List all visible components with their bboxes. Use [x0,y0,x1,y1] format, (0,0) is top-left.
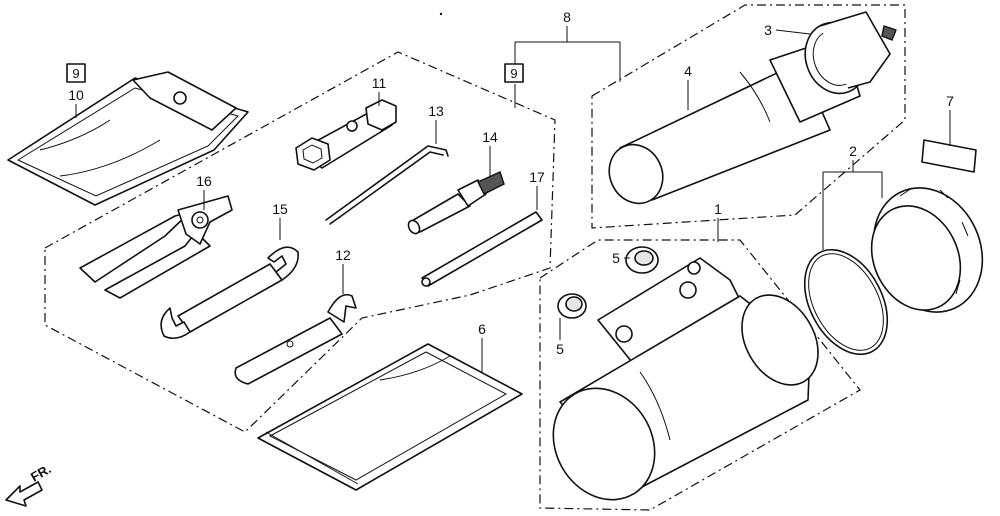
label-9-left: 9 [72,66,79,81]
part-9-box-right [504,63,524,83]
label-17: 17 [529,169,545,185]
label-1: 1 [714,201,722,217]
socket-wrench [295,99,397,171]
label-11: 11 [372,75,387,91]
arrow-icon [5,481,43,507]
screwdriver [407,171,505,235]
tool-bag [7,71,249,206]
tool-case-group-outline [591,4,906,229]
leader-lines [75,26,951,372]
label-5-upper: 5 [612,250,620,266]
speck [439,12,443,16]
o-ring [803,248,889,356]
pliers [79,195,233,299]
label-15: 15 [272,201,288,217]
hook-spanner [234,293,357,385]
owner-manual-bag [257,343,523,491]
cap-nut [870,187,984,313]
label-12: 12 [335,247,351,263]
grommet-right [625,246,659,274]
open-end-wrench [160,246,299,340]
label-16: 16 [196,173,212,189]
tool-holder-body [552,257,819,501]
tool-case-cap [804,11,897,95]
caution-label [921,139,977,173]
front-direction-indicator: FR. [5,461,54,507]
screwdriver-shaft [421,211,543,287]
front-label: FR. [28,461,54,484]
label-3: 3 [764,22,772,38]
tool-holder-group-outline [539,239,861,511]
pin-spanner-rod [325,145,449,225]
label-7: 7 [946,93,954,109]
grommet-left [557,293,587,319]
label-6: 6 [478,321,486,337]
label-4: 4 [684,63,692,79]
label-9-right: 9 [510,66,517,81]
label-5-lower: 5 [556,341,564,357]
label-8: 8 [563,9,571,25]
label-14: 14 [482,129,498,145]
tool-kit-group-outline [44,51,556,433]
label-10: 10 [68,87,84,103]
label-2: 2 [849,143,857,159]
label-13: 13 [428,103,444,119]
part-9-box-left [66,63,86,83]
